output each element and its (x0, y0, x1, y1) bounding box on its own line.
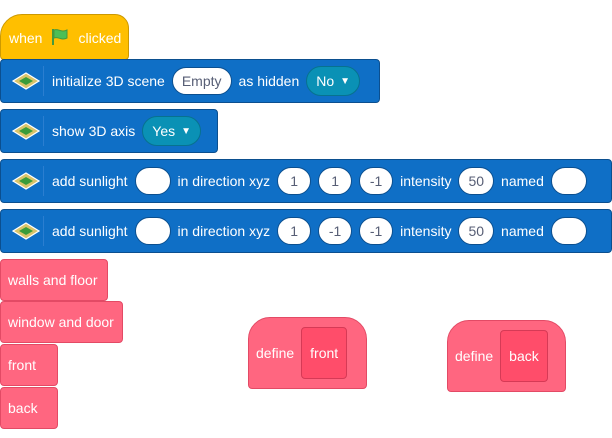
add-sunlight-label: add sunlight (52, 173, 128, 189)
call-front-block[interactable]: front (0, 344, 58, 386)
define-front-block[interactable]: define front (248, 317, 367, 389)
procedure-prototype[interactable]: front (301, 327, 348, 379)
intensity-field[interactable]: 50 (458, 217, 495, 245)
call-back-block[interactable]: back (0, 387, 58, 429)
procedure-call-label: window and door (8, 314, 114, 330)
procedure-call-label: walls and floor (8, 272, 98, 288)
intensity-label: intensity (400, 173, 452, 189)
procedure-call-label: back (8, 400, 38, 416)
initialize-label: initialize 3D scene (52, 73, 165, 89)
direction-label: in direction xyz (177, 223, 271, 239)
add-sunlight-block[interactable]: add sunlight in direction xyz 1 -1 -1 in… (0, 209, 612, 253)
named-field[interactable] (550, 217, 587, 245)
add-sunlight-label: add sunlight (52, 223, 128, 239)
hidden-dropdown[interactable]: No ▼ (306, 66, 361, 96)
show-axis-label: show 3D axis (52, 123, 136, 139)
define-label: define (455, 348, 494, 364)
y-field[interactable]: -1 (318, 217, 353, 245)
green-flag-icon (50, 27, 70, 50)
procedure-name: back (509, 348, 539, 364)
procedure-name: front (310, 345, 339, 361)
as-hidden-label: as hidden (238, 73, 300, 89)
initialize-3d-scene-block[interactable]: initialize 3D scene Empty as hidden No ▼ (0, 59, 380, 103)
call-window-and-door-block[interactable]: window and door (0, 301, 123, 343)
y-field[interactable]: 1 (318, 167, 353, 195)
define-label: define (256, 345, 295, 361)
intensity-field[interactable]: 50 (458, 167, 495, 195)
named-field[interactable] (550, 167, 587, 195)
scene-name-field[interactable]: Empty (171, 67, 232, 95)
3d-extension-icon (9, 116, 44, 146)
sunlight-input-field[interactable] (134, 167, 171, 195)
named-label: named (501, 173, 544, 189)
procedure-call-label: front (8, 357, 37, 373)
when-label: when (9, 30, 43, 46)
when-flag-clicked-block[interactable]: when clicked (0, 14, 129, 60)
add-sunlight-block[interactable]: add sunlight in direction xyz 1 1 -1 int… (0, 159, 612, 203)
intensity-label: intensity (400, 223, 452, 239)
x-field[interactable]: 1 (277, 217, 312, 245)
caret-down-icon: ▼ (340, 75, 351, 87)
procedure-prototype[interactable]: back (500, 330, 548, 382)
z-field[interactable]: -1 (359, 167, 394, 195)
named-label: named (501, 223, 544, 239)
call-walls-and-floor-block[interactable]: walls and floor (0, 259, 108, 301)
direction-label: in direction xyz (177, 173, 271, 189)
show-3d-axis-block[interactable]: show 3D axis Yes ▼ (0, 109, 218, 153)
z-field[interactable]: -1 (359, 217, 394, 245)
hidden-dropdown-value: No (316, 73, 335, 89)
3d-extension-icon (9, 166, 44, 196)
sunlight-input-field[interactable] (134, 217, 171, 245)
3d-extension-icon (9, 66, 44, 96)
axis-dropdown-value: Yes (152, 123, 176, 139)
axis-dropdown[interactable]: Yes ▼ (142, 116, 202, 146)
clicked-label: clicked (78, 30, 122, 46)
caret-down-icon: ▼ (181, 125, 192, 137)
define-back-block[interactable]: define back (447, 320, 566, 392)
3d-extension-icon (9, 216, 44, 246)
x-field[interactable]: 1 (277, 167, 312, 195)
